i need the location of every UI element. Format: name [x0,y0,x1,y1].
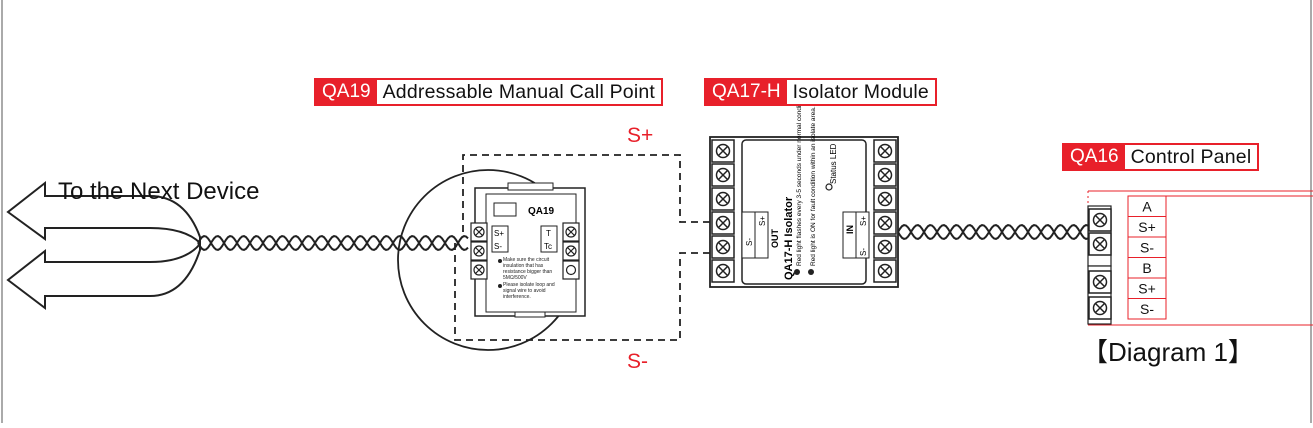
twisted-pair-left [197,235,469,251]
isolator-screw-terminal [711,163,735,187]
qa17-isolator-module: S- S+ OUT IN S+ S- QA17-H Isolator Red l… [709,93,899,288]
isolator-screw-terminal [873,259,897,283]
qa19-title-tag: QA19 Addressable Manual Call Point [314,78,664,106]
qa17-name: Isolator Module [792,80,929,103]
status-led-icon [825,183,833,191]
qa17-code: QA17-H [706,80,787,104]
dashed-loop-wiring [454,154,710,341]
isolator-screw-terminal [873,139,897,163]
qa19-note-2-box: Please isolate loop and signal wire to a… [503,282,555,300]
s-minus-label: S- [627,350,648,373]
panel-terminal-label: B [1142,260,1151,276]
qa19-device-title: QA19 [528,206,555,217]
led-indicator-icon [808,269,814,275]
panel-screw-terminal [1088,208,1112,232]
isolator-screw-terminal [873,235,897,259]
qa19-terminal-s-minus: S- [494,242,502,251]
panel-screw-terminal [1088,296,1112,320]
panel-screw-terminal [1088,270,1112,294]
isolator-screw-terminal [711,235,735,259]
s-plus-label: S+ [627,124,654,147]
qa17-title-tag: QA17-H Isolator Module [704,78,937,106]
panel-terminal-cell [1127,298,1167,320]
led-indicator-icon [794,269,800,275]
qa19-terminal-s-plus: S+ [494,229,504,238]
qa16-name: Control Panel [1130,145,1252,168]
isolator-screw-terminal [873,187,897,211]
twisted-pair-right [897,224,1091,240]
isolator-out-s-plus: S+ [758,216,767,226]
diagram-caption: 【Diagram 1】 [1082,337,1254,367]
bullet-icon [498,284,502,288]
bullet-icon [498,259,502,263]
qa19-screw-terminal [562,241,580,261]
isolator-note-2: Red light is ON for fault condition with… [810,106,817,266]
isolator-screw-terminal [711,259,735,283]
qa16-title-tag: QA16 Control Panel [1062,143,1260,171]
isolator-in-label: IN [845,225,855,234]
isolator-screw-terminal [711,211,735,235]
panel-screw-terminal [1088,232,1112,256]
next-device-label: To the Next Device [58,178,260,205]
qa19-screw-terminal [562,222,580,242]
qa19-screw-terminal [470,260,488,280]
qa19-code: QA19 [316,80,377,104]
panel-terminal-label: S+ [1138,281,1156,297]
qa19-terminal-t: T [546,229,551,238]
isolator-in-s-plus: S+ [859,216,868,226]
isolator-device-name: QA17-H Isolator [783,196,795,280]
panel-terminal-label: S- [1140,240,1154,256]
qa16-code: QA16 [1064,145,1125,169]
isolator-out-s-minus: S- [745,238,754,246]
qa19-note-2: Please isolate loop and signal wire to a… [503,282,555,300]
qa19-device: QA19 S+ S- T Tc [470,182,586,318]
isolator-status-led-label: Status LED [829,143,838,184]
qa19-screw-terminal [470,241,488,261]
isolator-out-label: OUT [770,229,780,249]
qa19-test-socket-icon [565,264,577,276]
next-device-arrows [6,180,201,311]
qa19-note-1-box: Make sure the circuit insulation that ha… [503,257,553,281]
qa16-control-panel: A S+ S- B S+ S- [1087,190,1313,326]
isolator-screw-terminal [711,139,735,163]
panel-terminal-grid: A S+ S- B S+ S- [1127,195,1313,320]
isolator-screw-terminal [873,163,897,187]
isolator-screw-terminal [873,211,897,235]
qa19-note-1: Make sure the circuit insulation that ha… [503,257,553,281]
panel-terminal-label: A [1142,199,1152,215]
isolator-screw-terminal [711,187,735,211]
isolator-in-s-minus: S- [859,248,868,256]
panel-terminal-label: S+ [1138,219,1156,235]
qa19-terminal-tc: Tc [544,242,552,251]
panel-terminal-label: S- [1140,301,1154,317]
qa19-name: Addressable Manual Call Point [382,80,656,103]
isolator-note-1: Red light flashes every 3-5 seconds unde… [796,93,803,266]
qa19-screw-terminal [470,222,488,242]
